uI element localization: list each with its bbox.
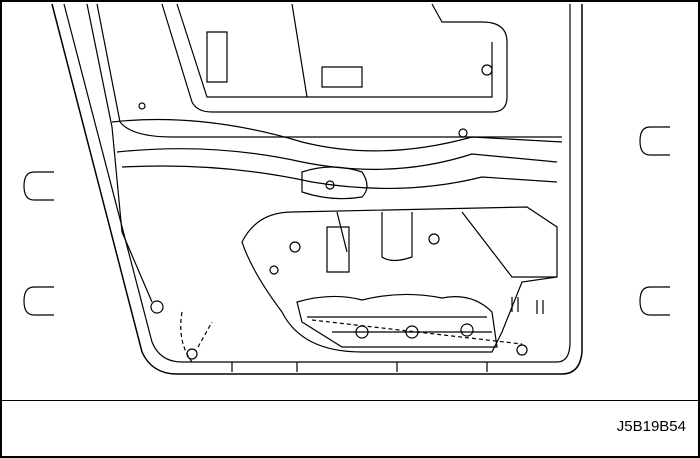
caption-divider [2,400,698,401]
module-bracket [296,293,498,348]
lower-opening [241,206,558,353]
upper-opening [161,3,508,113]
door-outline [51,3,583,375]
figure-code: J5B19B54 [616,418,686,435]
side-slots [23,126,670,316]
